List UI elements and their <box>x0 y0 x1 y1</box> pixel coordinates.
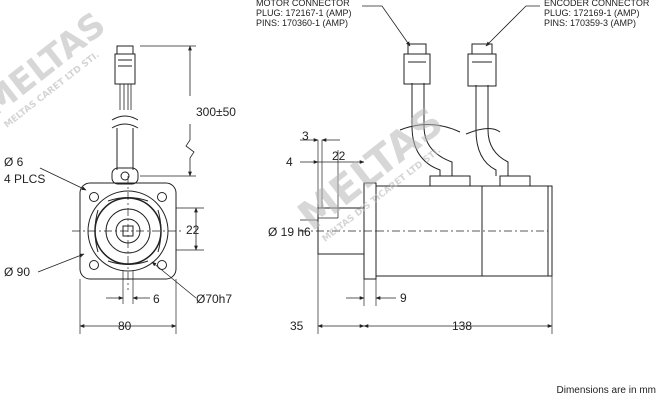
encoder-connector-title: ENCODER CONNECTOR <box>544 0 650 8</box>
svg-text:MELTAS: MELTAS <box>290 99 452 240</box>
dim-hole-diameter: Ø 6 <box>4 155 24 169</box>
dim-pilot: Ø70h7 <box>196 292 232 306</box>
dim-9: 9 <box>400 291 407 305</box>
encoder-plug <box>467 53 497 87</box>
dim-width-80: 80 <box>118 319 132 333</box>
dim-3: 3 <box>302 129 309 143</box>
footer-note: Dimensions are in mm <box>556 385 656 396</box>
motor-plug <box>403 53 431 85</box>
dim-bolt-circle: Ø 90 <box>4 265 30 279</box>
dim-6: 6 <box>153 292 160 306</box>
encoder-connector-plug: PLUG: 172169-1 (AMP) <box>544 8 640 18</box>
bolt-hole-bl <box>89 260 99 270</box>
front-view <box>37 45 204 334</box>
bolt-hole-tr <box>157 192 167 202</box>
dim-flange-22: 22 <box>186 223 200 237</box>
cable-clamp <box>111 167 139 185</box>
dim-4: 4 <box>286 155 293 169</box>
watermark-right: MELTAS MELTAS DIS TICARET LTD STI. <box>290 99 452 245</box>
dim-hole-count: 4 PLCS <box>4 172 45 186</box>
side-view <box>300 5 553 334</box>
motor-cable-gland <box>429 175 471 187</box>
encoder-plug-top <box>471 43 493 55</box>
motor-plug-top <box>407 43 427 55</box>
front-plug <box>114 53 136 85</box>
bolt-hole-tl <box>89 192 99 202</box>
encoder-connector-pins: PINS: 170359-3 (AMP) <box>544 18 636 28</box>
motor-connector-title: MOTOR CONNECTOR <box>256 0 350 8</box>
motor-connector-pins: PINS: 170360-1 (AMP) <box>256 18 348 28</box>
dim-cable-length: 300±50 <box>196 105 236 119</box>
front-plug-top <box>116 45 134 55</box>
svg-text:MELTAS: MELTAS <box>0 5 113 125</box>
dim-22-side: 22 <box>332 149 346 163</box>
encoder-cable-gland <box>499 175 531 187</box>
motor-connector-plug: PLUG: 172167-1 (AMP) <box>256 8 352 18</box>
dim-shaft-diameter: Ø 19 h6 <box>268 225 311 239</box>
watermark-left: MELTAS MELTAS CARET LTD STI. <box>0 5 113 131</box>
dim-35: 35 <box>290 319 304 333</box>
dim-138: 138 <box>452 319 472 333</box>
bolt-hole-br <box>157 260 167 270</box>
